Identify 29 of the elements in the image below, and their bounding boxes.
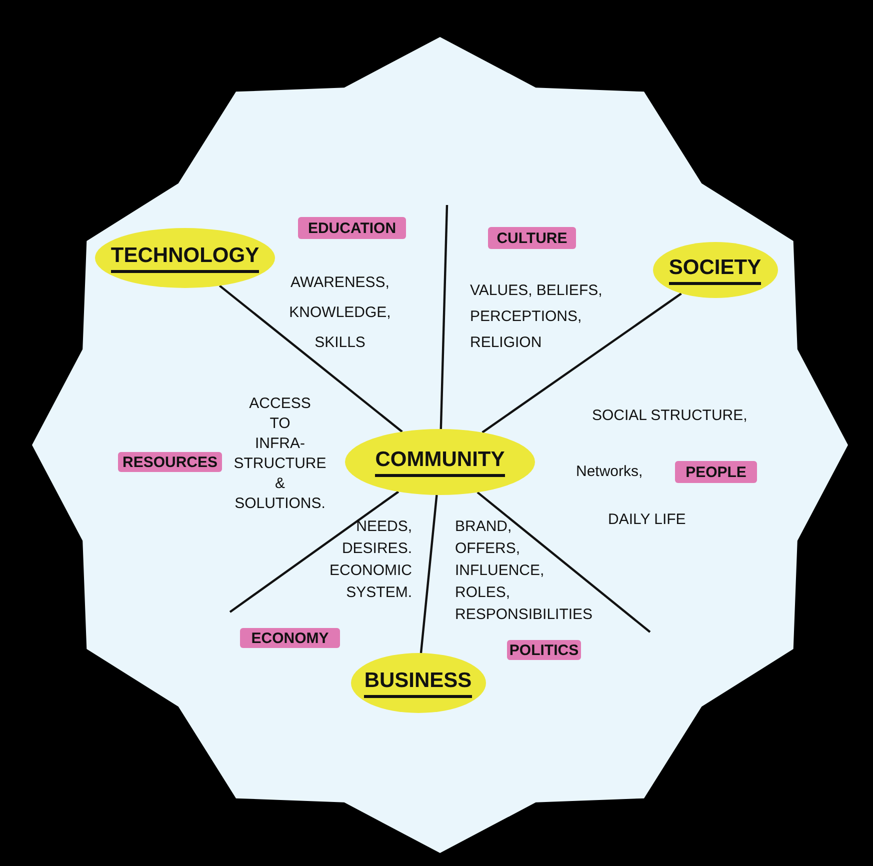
- note-text: AWARENESS, KNOWLEDGE, SKILLS: [289, 273, 391, 353]
- note-text: BRAND, OFFERS, INFLUENCE, ROLES, RESPONSIBILITIES: [455, 517, 593, 625]
- node-label: BUSINESS: [364, 668, 472, 698]
- connector-line: [218, 284, 403, 433]
- topic-label: CULTURE: [496, 230, 568, 246]
- note-text: SOCIAL STRUCTURE,: [592, 406, 748, 426]
- connector-line: [229, 490, 400, 613]
- topic-label: ECONOMY: [251, 630, 329, 646]
- connector-line: [420, 494, 438, 654]
- topic-label: PEOPLE: [686, 464, 746, 480]
- connector-line: [476, 491, 651, 633]
- highlight-band: [488, 227, 576, 249]
- note-text: ACCESS TO INFRA- STRUCTURE & SOLUTIONS.: [234, 394, 326, 514]
- topic-label: RESOURCES: [122, 454, 218, 470]
- note-text: DAILY LIFE: [608, 510, 687, 530]
- note-text: NEEDS, DESIRES. ECONOMIC SYSTEM.: [330, 517, 412, 603]
- connector-line: [440, 204, 448, 430]
- highlight-band: [240, 628, 340, 648]
- topic-label: EDUCATION: [308, 220, 396, 236]
- note-text: VALUES, BELIEFS, PERCEPTIONS, RELIGION: [470, 281, 604, 353]
- highlight-band: [298, 217, 406, 239]
- connector-line: [482, 292, 682, 434]
- node-label: COMMUNITY: [375, 448, 505, 476]
- node-label: SOCIETY: [668, 256, 762, 284]
- node-label: TECHNOLOGY: [110, 244, 260, 272]
- highlight-band: [118, 452, 222, 472]
- highlight-band: [675, 461, 757, 483]
- note-text: Networks,: [576, 462, 644, 482]
- topic-label: POLITICS: [509, 642, 579, 658]
